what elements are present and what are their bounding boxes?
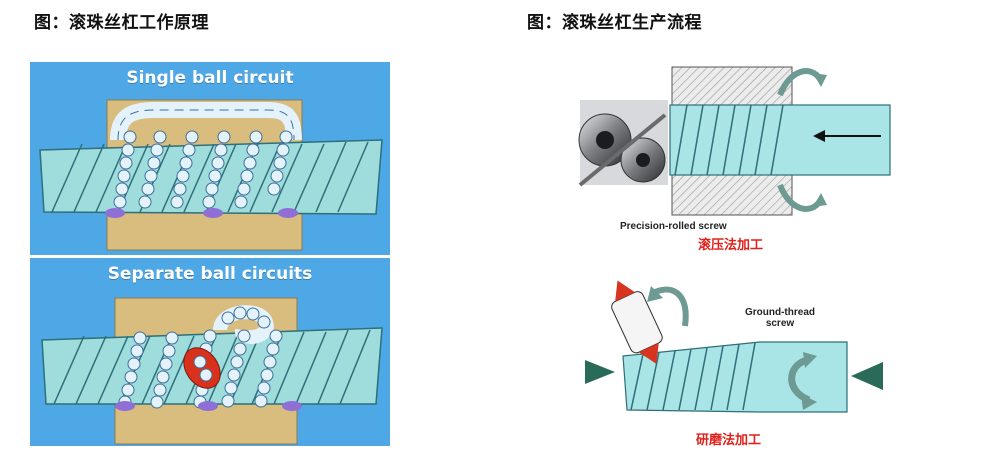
- precision-rolled-process-diagram: [578, 66, 891, 216]
- precision-rolled-caption: Precision-rolled screw: [620, 221, 727, 232]
- left-figure-title: 图：滚珠丝杠工作原理: [34, 13, 209, 33]
- separate-ball-circuits-label: Separate ball circuits: [107, 264, 313, 284]
- ball-chain: [113, 130, 293, 209]
- thread-rolling-photo: [578, 100, 668, 187]
- single-circuit-illustration: [39, 99, 383, 251]
- ground-process-cn-label: 研磨法加工: [696, 433, 762, 448]
- ball-deflector: [183, 347, 221, 389]
- ground-thread-process-diagram: [585, 280, 883, 413]
- left-center-point: [585, 360, 615, 384]
- ground-screw-shaft: [622, 341, 848, 413]
- ground-thread-caption: Ground-thread screw: [745, 307, 815, 329]
- single-ball-circuit-panel: Single ball circuit: [30, 62, 390, 255]
- rolled-process-cn-label: 滚压法加工: [698, 238, 764, 253]
- grinding-wheel: [611, 280, 663, 364]
- wheel-rotation-arrow: [653, 286, 689, 327]
- single-ball-circuit-label: Single ball circuit: [126, 68, 294, 88]
- screw-blank: [669, 104, 891, 176]
- right-figure-title: 图：滚珠丝杠生产流程: [527, 13, 702, 33]
- separate-circuits-illustration: [41, 297, 383, 445]
- right-center-point: [851, 362, 883, 390]
- separate-ball-circuits-panel: Separate ball circuits: [30, 258, 390, 446]
